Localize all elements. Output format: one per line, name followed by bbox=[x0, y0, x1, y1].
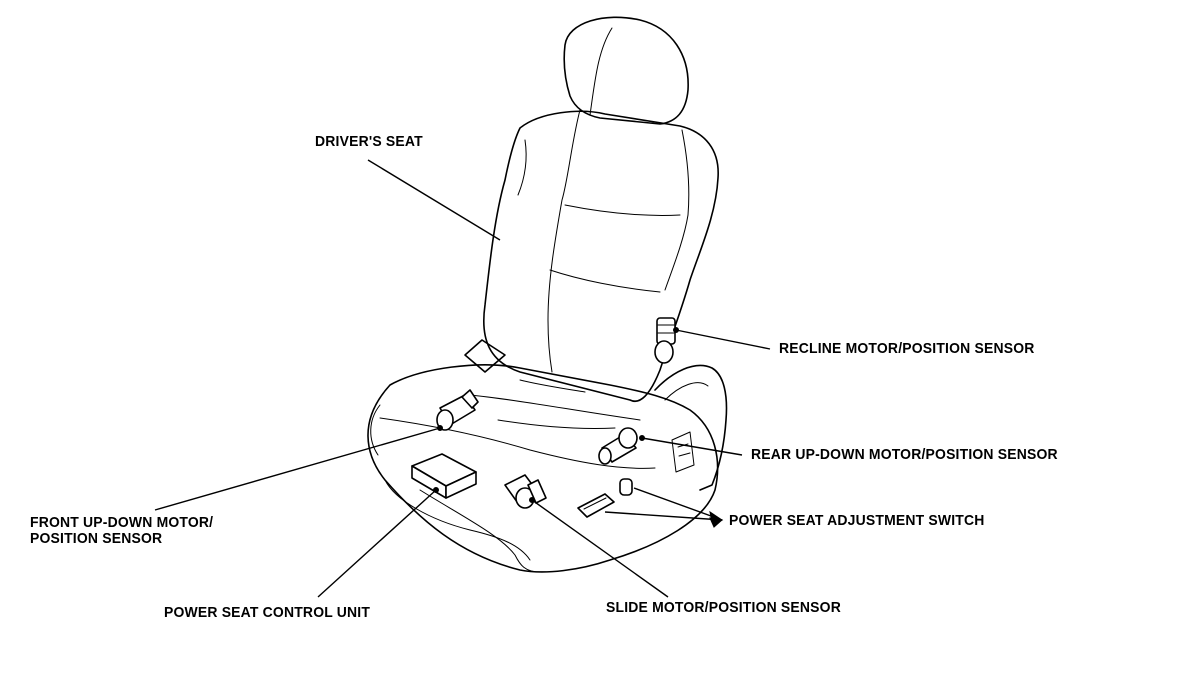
seat-side-panel bbox=[654, 364, 728, 491]
leader-lines bbox=[154, 159, 771, 598]
headrest bbox=[563, 16, 689, 125]
recline-motor-icon bbox=[654, 317, 676, 364]
seat-rail bbox=[419, 489, 541, 573]
label-slide-motor: SLIDE MOTOR/POSITION SENSOR bbox=[606, 599, 841, 616]
leader-drivers-seat bbox=[367, 159, 501, 241]
leader-switch-1 bbox=[604, 511, 723, 521]
leader-recline-motor bbox=[675, 329, 771, 350]
slide-motor-icon bbox=[504, 474, 547, 509]
recline-hinge bbox=[464, 339, 506, 373]
seat-cushion bbox=[367, 364, 719, 573]
label-recline-motor: RECLINE MOTOR/POSITION SENSOR bbox=[779, 340, 1035, 357]
label-power-seat-control-unit: POWER SEAT CONTROL UNIT bbox=[164, 604, 371, 621]
label-front-updown-motor-line1: FRONT UP-DOWN MOTOR/ bbox=[30, 514, 214, 531]
leader-rear-updown-motor bbox=[641, 437, 743, 456]
leader-switch-2 bbox=[633, 487, 723, 521]
front-updown-motor-icon bbox=[436, 389, 479, 431]
label-rear-updown-motor: REAR UP-DOWN MOTOR/POSITION SENSOR bbox=[751, 446, 1058, 463]
label-power-seat-adjustment-switch: POWER SEAT ADJUSTMENT SWITCH bbox=[729, 512, 985, 529]
seat-back bbox=[483, 109, 719, 402]
label-drivers-seat: DRIVER'S SEAT bbox=[315, 133, 423, 150]
adjustment-switch-icon bbox=[577, 478, 633, 518]
leader-slide-motor bbox=[531, 499, 669, 598]
label-front-updown-motor-line2: POSITION SENSOR bbox=[30, 530, 163, 547]
leader-front-updown-motor bbox=[154, 427, 441, 511]
rear-updown-motor-icon bbox=[598, 427, 638, 465]
leader-control-unit bbox=[317, 489, 437, 598]
